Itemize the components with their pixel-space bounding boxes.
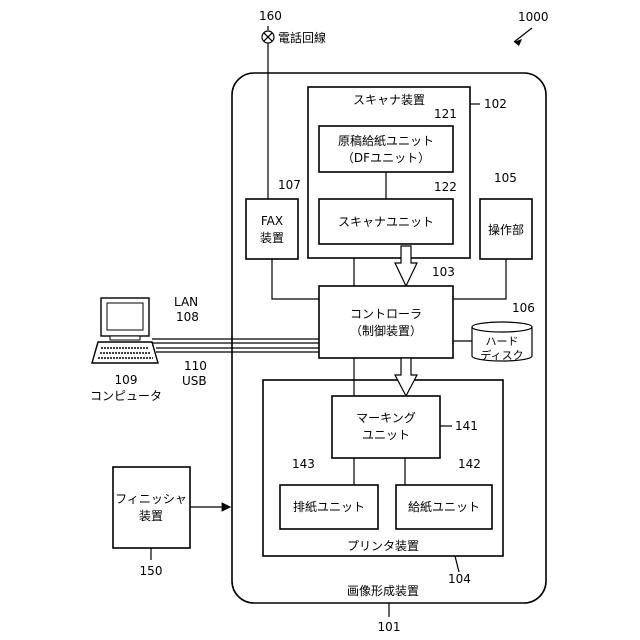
image-forming-apparatus-ref: 101 xyxy=(378,620,401,634)
df-unit-label-line2: （DFユニット） xyxy=(342,151,430,165)
usb-label: USB xyxy=(182,374,207,388)
discharge-unit-ref: 143 xyxy=(292,457,315,471)
hard-disk-ref: 106 xyxy=(512,301,535,315)
hard-disk-label-line2: ディスク xyxy=(480,348,523,362)
feed-unit-ref: 142 xyxy=(458,457,481,471)
finisher-ref: 150 xyxy=(140,564,163,578)
marking-unit-label-line1: マーキング xyxy=(356,411,416,425)
computer-icon xyxy=(92,298,158,363)
marking-unit-label-line2: ユニット xyxy=(362,428,410,442)
finisher-label-line1: フィニッシャ xyxy=(115,492,187,506)
controller-ref: 103 xyxy=(432,265,455,279)
controller-label-line1: コントローラ xyxy=(350,307,422,321)
marking-unit-ref: 141 xyxy=(455,419,478,433)
finisher-label-line2: 装置 xyxy=(139,509,163,523)
hard-disk-label-line1: ハード xyxy=(486,335,519,348)
scanner-device-label: スキャナ装置 xyxy=(353,93,425,107)
image-forming-apparatus-label: 画像形成装置 xyxy=(347,584,419,598)
scanner-unit-label: スキャナユニット xyxy=(338,215,434,229)
discharge-unit-label: 排紙ユニット xyxy=(293,499,365,514)
operation-unit-label: 操作部 xyxy=(488,222,524,237)
usb-ref: 110 xyxy=(184,359,207,373)
fax-ref: 107 xyxy=(278,178,301,192)
lan-ref: 108 xyxy=(176,310,199,324)
phone-line-icon xyxy=(262,31,274,43)
marking-unit-box xyxy=(332,396,440,458)
lan-label: LAN xyxy=(174,295,198,309)
finisher-device-box xyxy=(113,467,190,548)
computer-label: コンピュータ xyxy=(90,389,162,403)
operation-unit-ref: 105 xyxy=(494,171,517,185)
fax-device-box xyxy=(246,199,298,259)
controller-box xyxy=(319,286,453,358)
printer-device-ref: 104 xyxy=(448,572,471,586)
scanner-unit-ref: 122 xyxy=(434,180,457,194)
figure-number-pointer xyxy=(514,28,532,42)
df-unit-ref: 121 xyxy=(434,107,457,121)
figure-number: 1000 xyxy=(518,10,549,24)
computer-ref: 109 xyxy=(115,373,138,387)
df-unit-box xyxy=(319,126,453,172)
fax-label-line1: FAX xyxy=(261,214,283,228)
fax-label-line2: 装置 xyxy=(260,231,284,245)
printer-device-label: プリンタ装置 xyxy=(347,539,419,553)
controller-label-line2: （制御装置） xyxy=(350,323,422,338)
phone-line-ref: 160 xyxy=(259,9,282,23)
feed-unit-label: 給紙ユニット xyxy=(408,499,480,514)
phone-line-label: 電話回線 xyxy=(278,30,326,45)
df-unit-label-line1: 原稿給紙ユニット xyxy=(338,133,434,148)
scanner-device-ref: 102 xyxy=(484,97,507,111)
figure-number-arrow xyxy=(514,39,522,46)
